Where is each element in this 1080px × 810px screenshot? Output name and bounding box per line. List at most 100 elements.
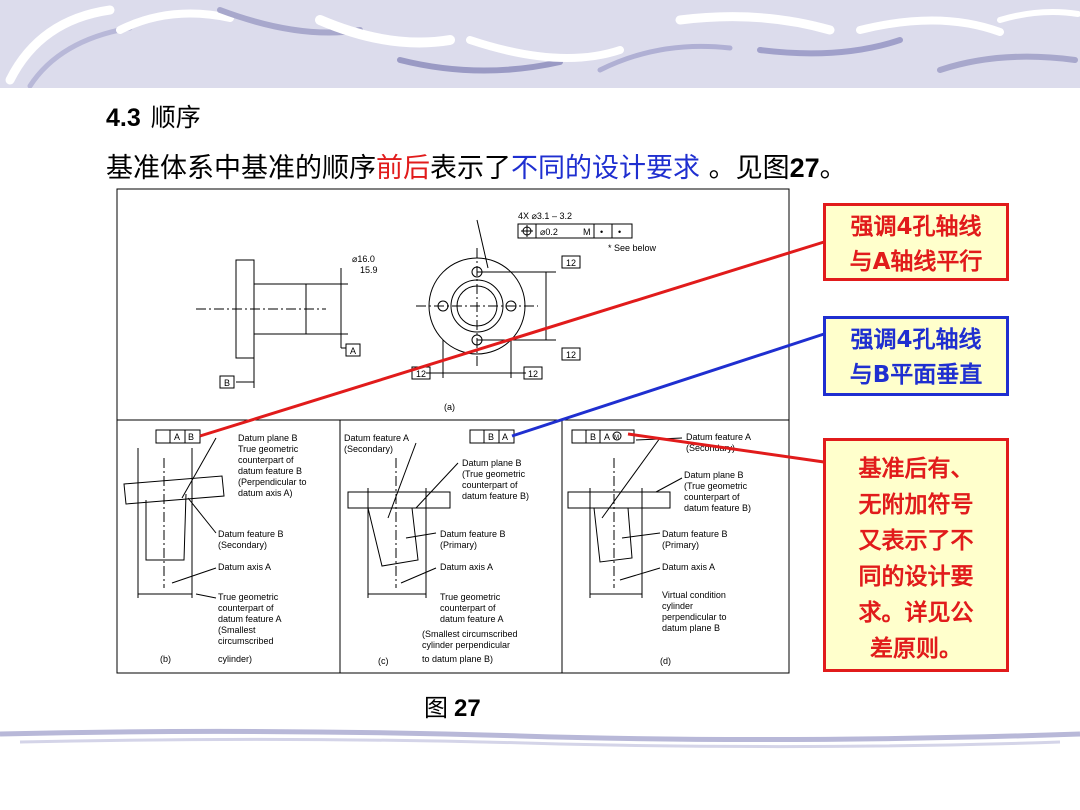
drawing-annotation-text: (Perpendicular to [238, 477, 307, 487]
panel-d-frame-b: B [590, 432, 596, 442]
callout-note-line2: 无附加符号 [858, 492, 974, 518]
drawing-annotation-text: counterpart of [462, 480, 518, 490]
callout-note-line4: 同的设计要 [858, 564, 974, 590]
dim-12-right-bottom: 12 [566, 350, 576, 360]
front-view-part [416, 219, 556, 378]
drawing-annotation-text: Virtual condition [662, 590, 726, 600]
dim-12-bottom-right: 12 [528, 369, 538, 379]
callout-parallel-line1: 强调4孔轴线 [850, 214, 982, 240]
panel-d-text2b: (Primary) [662, 540, 699, 550]
drawing-annotation-text: datum feature B) [462, 491, 529, 501]
dim-12-bottom-left: 12 [416, 369, 426, 379]
panel-b-label: (b) [160, 654, 171, 664]
drawing-annotation-text: datum feature B) [684, 503, 751, 513]
panel-b-text2a: Datum feature B [218, 529, 284, 539]
drawing-annotation-text: cylinder) [218, 654, 252, 664]
panel-d-text1: Datum plane B (True geometric counterpar… [684, 470, 751, 513]
panel-d-part [567, 429, 683, 598]
panel-d-text4: Virtual condition cylinder perpendicular… [662, 590, 727, 633]
desc-figure-number: 27 [789, 153, 820, 183]
panel-d-text0b: (Secondary) [686, 443, 735, 453]
panel-c-text3: Datum axis A [440, 562, 493, 572]
drawing-annotation-text: (True geometric [462, 469, 526, 479]
desc-highlight-blue: 不同的设计要求 [511, 153, 700, 184]
drawing-annotation-text: datum feature A [440, 614, 504, 624]
drawing-annotation-text: to datum plane B) [422, 654, 493, 664]
callout-note-line3: 又表示了不 [858, 528, 974, 554]
drawing-annotation-text: Datum plane B [238, 433, 298, 443]
callout-parallel: 强调4孔轴线 与A轴线平行 [823, 203, 1009, 281]
panel-c-text4: True geometric counterpart of datum feat… [422, 592, 518, 664]
panel-a-label: (a) [444, 402, 455, 412]
desc-highlight-red: 前后 [376, 153, 430, 184]
panel-c-text2b: (Primary) [440, 540, 477, 550]
panel-b-part [123, 429, 225, 599]
fcf-tolerance: ⌀0.2 [540, 227, 558, 237]
fcf-mmc: M [583, 227, 591, 237]
desc-part1: 基准体系中基准的顺序 [106, 153, 376, 184]
drawing-annotation-text: Datum plane B [684, 470, 744, 480]
drawing-annotation-text: datum plane B [662, 623, 720, 633]
drawing-annotation-text: datum axis A) [238, 488, 293, 498]
drawing-annotation-text: Datum plane B [462, 458, 522, 468]
dim-12-right-top: 12 [566, 258, 576, 268]
drawing-annotation-text: True geometric [238, 444, 299, 454]
panel-b-text4: True geometric counterpart of datum feat… [218, 592, 282, 664]
decorative-banner [0, 0, 1080, 88]
fcf-bullet2: • [618, 227, 621, 237]
fcf-count-label: 4X ⌀3.1 – 3.2 [518, 211, 572, 221]
drawing-annotation-text: True geometric [218, 592, 279, 602]
panel-c-text0a: Datum feature A [344, 433, 409, 443]
panel-c-part [347, 429, 515, 598]
panel-c-text2a: Datum feature B [440, 529, 506, 539]
drawing-annotation-text: True geometric [440, 592, 501, 602]
datum-a-label: A [350, 346, 356, 356]
panel-b-frame-a: A [174, 432, 180, 442]
feature-control-frame [517, 223, 633, 239]
panel-c-text1: Datum plane B (True geometric counterpar… [462, 458, 529, 501]
panel-b-text2b: (Secondary) [218, 540, 267, 550]
drawing-annotation-text: datum feature B [238, 466, 302, 476]
panel-c-frame-b: B [488, 432, 494, 442]
figure-caption-number: 27 [454, 695, 481, 722]
panel-c-text0b: (Secondary) [344, 444, 393, 454]
panel-d-label: (d) [660, 656, 671, 666]
panel-c-label: (c) [378, 656, 389, 666]
callout-note-line1: 基准后有、 [858, 456, 974, 482]
section-description: 基准体系中基准的顺序前后表示了不同的设计要求 。见图27。 [106, 146, 847, 185]
technical-drawing: 4X ⌀3.1 – 3.2 ⌀0.2 M • • * See below ⌀16… [116, 188, 790, 674]
diameter-upper: ⌀16.0 [352, 254, 375, 264]
panel-c-frame-a: A [502, 432, 508, 442]
drawing-annotation-text: perpendicular to [662, 612, 727, 622]
desc-part5: 。见图 [700, 153, 790, 184]
drawing-annotation-text: (True geometric [684, 481, 748, 491]
callout-parallel-line2: 与A轴线平行 [849, 249, 983, 275]
drawing-annotation-text: cylinder [662, 601, 693, 611]
figure-caption-prefix: 图 [424, 694, 448, 722]
diameter-lower: 15.9 [360, 265, 378, 275]
see-below-note: * See below [608, 243, 657, 253]
callout-note-line6: 差原则。 [870, 636, 962, 662]
drawing-annotation-text: cylinder perpendicular [422, 640, 510, 650]
drawing-annotation-text: counterpart of [440, 603, 496, 613]
panel-d-frame-a: A [604, 432, 610, 442]
callout-perpendicular-line2: 与B平面垂直 [849, 362, 983, 388]
panel-d-mmc: M [614, 435, 619, 441]
callout-note-line5: 求。详见公 [858, 600, 974, 626]
wave-pattern [5, 5, 1080, 88]
callout-perpendicular-line1: 强调4孔轴线 [850, 327, 982, 353]
callout-perpendicular: 强调4孔轴线 与B平面垂直 [823, 316, 1009, 396]
drawing-annotation-text: circumscribed [218, 636, 274, 646]
panel-d-text3: Datum axis A [662, 562, 715, 572]
drawing-annotation-text: (Smallest [218, 625, 256, 635]
side-view-part [196, 259, 348, 388]
fcf-bullet1: • [600, 227, 603, 237]
datum-b-label: B [224, 378, 230, 388]
panel-d-text2a: Datum feature B [662, 529, 728, 539]
decorative-footer [0, 728, 1080, 749]
section-title: 顺序 [150, 103, 201, 132]
drawing-annotation-text: counterpart of [218, 603, 274, 613]
drawing-annotation-text: (Smallest circumscribed [422, 629, 518, 639]
